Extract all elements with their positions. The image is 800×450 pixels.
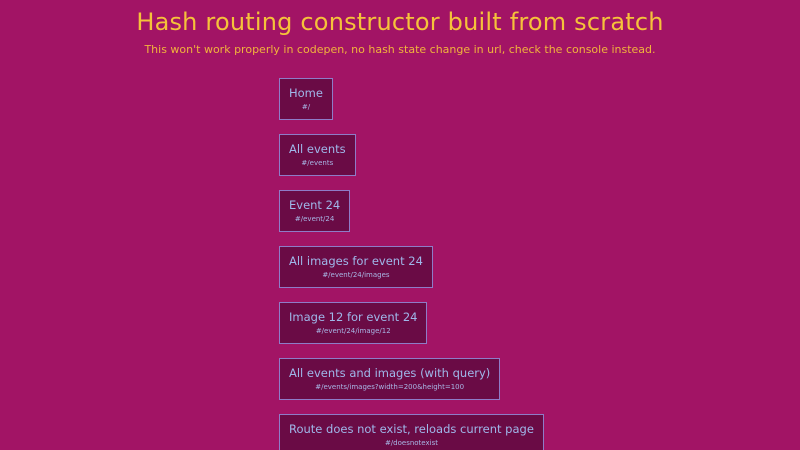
route-link-events-images-query[interactable]: All events and images (with query) #/eve…	[279, 358, 501, 400]
page-subtitle: This won't work properly in codepen, no …	[144, 43, 656, 56]
route-hash: #/event/24/image/12	[315, 327, 391, 335]
route-hash: #/event/24/images	[322, 271, 390, 279]
route-label: All events and images (with query)	[289, 366, 491, 380]
route-list: Home #/ All events #/events Event 24 #/e…	[279, 78, 544, 450]
route-label: Home	[289, 86, 323, 100]
route-hash: #/events/images?width=200&height=100	[315, 383, 465, 391]
route-link-does-not-exist[interactable]: Route does not exist, reloads current pa…	[279, 414, 544, 450]
route-link-event-image-12[interactable]: Image 12 for event 24 #/event/24/image/1…	[279, 302, 428, 344]
route-link-home[interactable]: Home #/	[279, 78, 333, 120]
route-hash: #/events	[301, 159, 334, 167]
route-hash: #/	[301, 103, 311, 111]
page-title: Hash routing constructor built from scra…	[136, 8, 664, 36]
route-link-event-images[interactable]: All images for event 24 #/event/24/image…	[279, 246, 433, 288]
route-label: All images for event 24	[289, 254, 423, 268]
route-label: Image 12 for event 24	[289, 310, 418, 324]
route-label: Event 24	[289, 198, 341, 212]
route-link-all-events[interactable]: All events #/events	[279, 134, 356, 176]
route-label: All events	[289, 142, 346, 156]
route-link-event-24[interactable]: Event 24 #/event/24	[279, 190, 351, 232]
route-hash: #/doesnotexist	[384, 439, 438, 447]
route-hash: #/event/24	[294, 215, 335, 223]
route-label: Route does not exist, reloads current pa…	[289, 422, 534, 436]
